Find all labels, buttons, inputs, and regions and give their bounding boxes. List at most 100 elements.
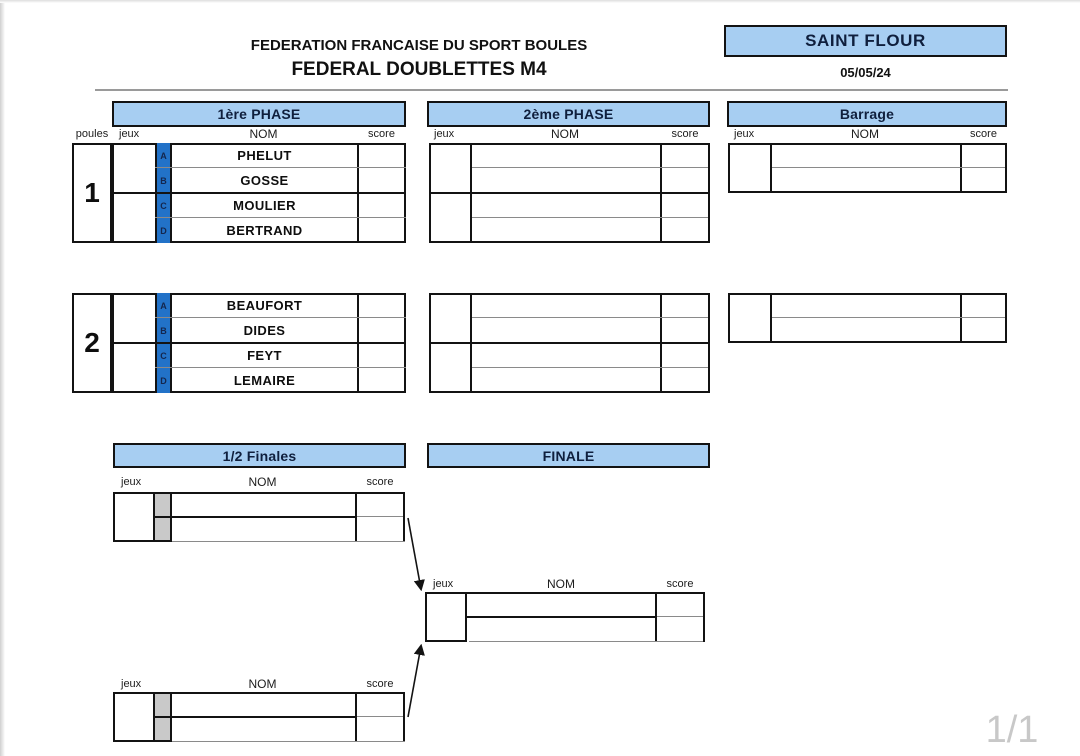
pool-2-table: 2 A B C D BEAUFORT DIDES FEYT LEMAIRE bbox=[72, 293, 406, 393]
phase2-table-2 bbox=[429, 293, 710, 393]
player-name: BEAUFORT bbox=[226, 298, 303, 313]
grid-line bbox=[357, 716, 403, 717]
player-name: PHELUT bbox=[237, 148, 292, 163]
col-label-jeux: jeux bbox=[119, 128, 140, 140]
grid-line bbox=[467, 592, 705, 594]
grid-line bbox=[429, 192, 710, 194]
scan-edge-left bbox=[0, 0, 5, 756]
bracket-connector-bottom bbox=[407, 643, 425, 718]
event-date: 05/05/24 bbox=[840, 64, 891, 80]
grid-line bbox=[657, 616, 703, 617]
grid-line bbox=[155, 692, 405, 694]
grid-line bbox=[155, 167, 406, 168]
grid-line bbox=[112, 342, 406, 344]
jeux-cell bbox=[114, 145, 155, 192]
col-label-jeux: jeux bbox=[734, 128, 755, 140]
grid-line bbox=[772, 167, 1005, 168]
grid-line bbox=[472, 167, 708, 168]
col-label-nom: NOM bbox=[851, 126, 879, 141]
jeux-cell bbox=[113, 492, 155, 542]
col-label-score: score bbox=[366, 678, 394, 690]
page-indicator: 1/1 bbox=[985, 708, 1039, 751]
grid-line bbox=[357, 516, 403, 517]
semifinal-1-block bbox=[113, 492, 405, 542]
col-label-nom: NOM bbox=[551, 126, 579, 141]
barrage-table-2 bbox=[728, 293, 1007, 343]
section-header-phase2: 2ème PHASE bbox=[427, 101, 710, 127]
score-column bbox=[359, 145, 404, 241]
grid-line bbox=[770, 143, 772, 193]
player-letter: D bbox=[160, 375, 167, 386]
grid-line bbox=[472, 367, 708, 368]
col-label-score: score bbox=[368, 128, 395, 140]
grid-line bbox=[403, 692, 405, 742]
event-title: FEDERAL DOUBLETTES M4 bbox=[291, 59, 547, 80]
col-label-nom: NOM bbox=[248, 474, 277, 489]
jeux-cell bbox=[425, 592, 467, 642]
jeux-cell bbox=[730, 145, 770, 191]
jeux-cell bbox=[113, 692, 155, 742]
semifinal-2-block bbox=[113, 692, 405, 742]
col-label-score: score bbox=[666, 578, 694, 590]
bracket-connector-top bbox=[407, 517, 425, 592]
player-name: LEMAIRE bbox=[233, 373, 296, 388]
venue-box: SAINT FLOUR bbox=[724, 25, 1007, 57]
col-label-jeux: jeux bbox=[434, 128, 455, 140]
jeux-cell bbox=[114, 344, 155, 391]
col-label-nom: NOM bbox=[249, 126, 278, 141]
jeux-cell bbox=[730, 295, 770, 341]
player-letter: A bbox=[160, 150, 167, 161]
grid-line bbox=[770, 293, 772, 343]
grid-line bbox=[472, 317, 708, 318]
player-letter: C bbox=[160, 200, 167, 211]
col-label-score: score bbox=[671, 128, 699, 140]
grid-line bbox=[960, 143, 962, 193]
grid-line bbox=[403, 492, 405, 542]
grid-line bbox=[155, 217, 406, 218]
phase2-table-1 bbox=[429, 143, 710, 243]
col-label-score: score bbox=[970, 128, 997, 140]
grid-line bbox=[112, 192, 406, 194]
player-name: GOSSE bbox=[240, 173, 289, 188]
grid-line bbox=[703, 592, 705, 642]
grid-line bbox=[172, 741, 405, 742]
header-divider bbox=[95, 89, 1008, 91]
col-label-jeux: jeux bbox=[121, 476, 142, 488]
grid-line bbox=[467, 616, 657, 618]
jeux-cell bbox=[431, 145, 470, 192]
player-name: MOULIER bbox=[233, 198, 296, 213]
grid-border bbox=[728, 143, 1007, 193]
col-label-jeux: jeux bbox=[433, 578, 454, 590]
jeux-cell bbox=[114, 194, 155, 241]
col-label-nom: NOM bbox=[547, 576, 575, 591]
grid-line bbox=[469, 641, 703, 642]
grid-line bbox=[772, 317, 1005, 318]
player-name: DIDES bbox=[243, 323, 286, 338]
player-name: FEYT bbox=[247, 348, 282, 363]
grid-line bbox=[155, 516, 357, 518]
barrage-table-1 bbox=[728, 143, 1007, 193]
jeux-cell bbox=[431, 194, 470, 241]
grid-line bbox=[172, 541, 405, 542]
finale-block bbox=[425, 592, 705, 642]
col-label-nom: NOM bbox=[248, 676, 277, 691]
grid-line bbox=[155, 317, 406, 318]
grid-border bbox=[728, 293, 1007, 343]
col-label-poules: poules bbox=[75, 128, 109, 140]
jeux-cell bbox=[114, 295, 155, 342]
jeux-cell bbox=[431, 295, 470, 342]
pool-1-table: 1 A B C D PHELUT GOSSE MOULIER BERTRAND bbox=[72, 143, 406, 243]
grid-line bbox=[472, 217, 708, 218]
section-header-semifinals: 1/2 Finales bbox=[113, 443, 406, 468]
pool-number: 1 bbox=[72, 143, 112, 243]
grid-line bbox=[155, 492, 405, 494]
scan-edge-top bbox=[0, 0, 1080, 3]
jeux-cell bbox=[431, 344, 470, 391]
player-letter: B bbox=[160, 175, 167, 186]
section-header-finale: FINALE bbox=[427, 443, 710, 468]
player-letter: C bbox=[160, 350, 167, 361]
score-column bbox=[359, 295, 404, 391]
section-header-barrage: Barrage bbox=[727, 101, 1007, 127]
player-name: BERTRAND bbox=[226, 223, 303, 238]
